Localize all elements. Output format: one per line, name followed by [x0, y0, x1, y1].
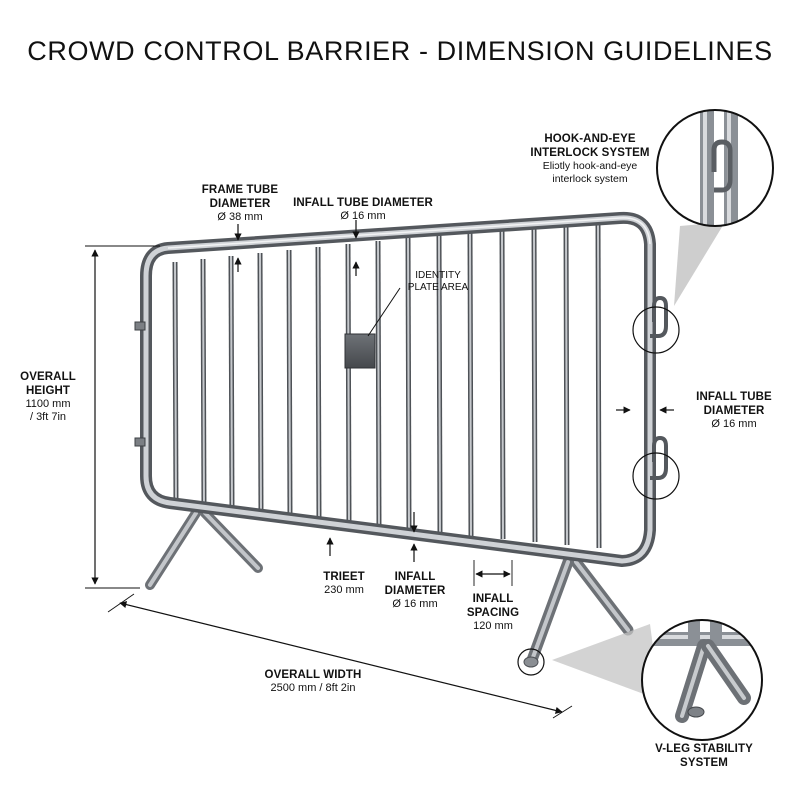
frame-tube-label: FRAME TUBE DIAMETER Ø 38 mm: [201, 184, 279, 224]
width-dimension-line: [119, 601, 563, 714]
infall-tube-top-label: INFALL TUBE DIAMETER Ø 16 mm: [293, 197, 433, 223]
hook-callout-cone: [674, 222, 725, 306]
hook-detail-circle: [656, 109, 774, 227]
vleg-detail-circle: [641, 619, 763, 741]
infall-spacing-label: INFALL SPACING 120 mm: [466, 593, 520, 633]
v-leg-label: V-LEG STABILITY SYSTEM: [655, 743, 753, 770]
dimension-lines: [85, 220, 674, 719]
left-v-leg: [145, 508, 263, 590]
infall-diameter-bottom-label: INFALL DIAMETER Ø 16 mm: [384, 571, 446, 611]
lower-hook: [650, 435, 668, 480]
leg-callout-cone: [552, 624, 660, 700]
upper-hook: [650, 295, 668, 338]
page-title: CROWD CONTROL BARRIER - DIMENSION GUIDEL…: [27, 36, 773, 66]
overall-height-label: OVERALL HEIGHT 1100 mm / 3ft 7in: [20, 371, 76, 424]
hook-eye-label: HOOK-AND-EYE INTERLOCK SYSTEM Eliɔtly ho…: [530, 133, 650, 185]
identity-plate: [344, 333, 376, 369]
trieet-label: TRIEET 230 mm: [323, 571, 365, 597]
infall-bars: [172, 221, 602, 549]
barrier-frame: [134, 211, 680, 668]
infall-tube-right-label: INFALL TUBE DIAMETER Ø 16 mm: [696, 391, 772, 431]
overall-width-label: OVERALL WIDTH 2500 mm / 8ft 2in: [264, 669, 362, 695]
identity-plate-label: IDENTITY PLATE AREA: [407, 270, 469, 294]
